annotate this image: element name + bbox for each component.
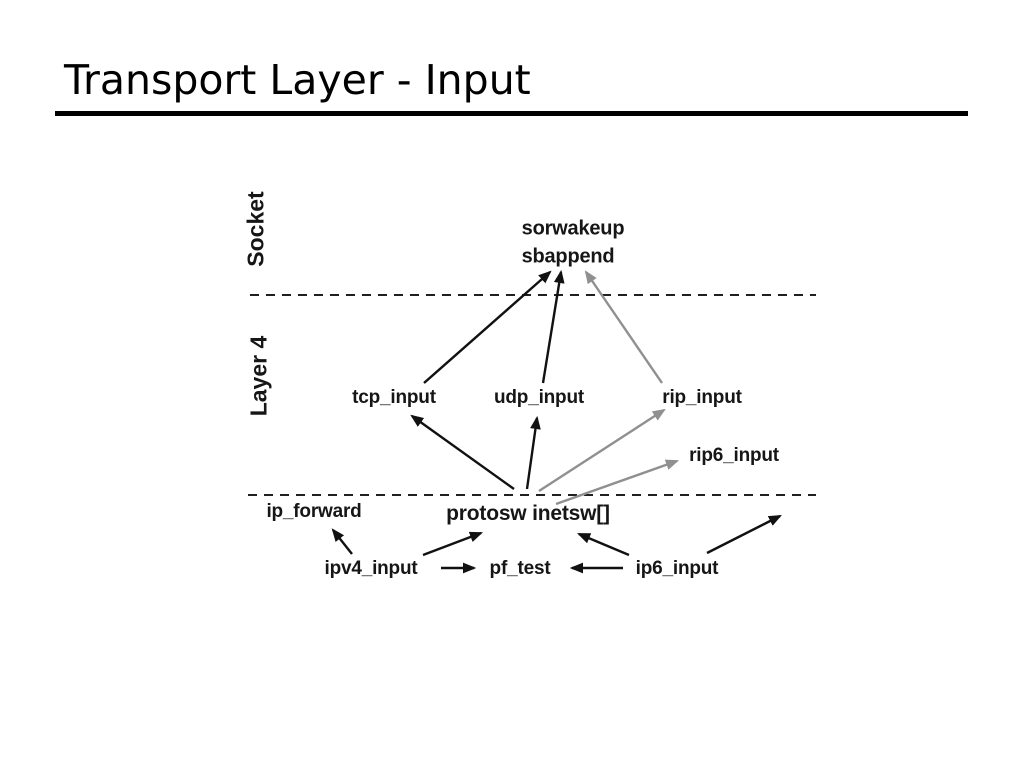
node-ip6-input: ip6_input bbox=[635, 558, 719, 579]
node-udp-input: udp_input bbox=[493, 387, 585, 408]
node-rip-input: rip_input bbox=[662, 387, 742, 408]
node-ip-forward: ip_forward bbox=[266, 501, 362, 522]
node-protosw-inetsw: protosw inetsw[] bbox=[446, 502, 610, 525]
node-ipv4-input: ipv4_input bbox=[324, 558, 418, 579]
edge-protosw-to-rip6-input bbox=[555, 459, 680, 506]
node-tcp-input: tcp_input bbox=[352, 387, 436, 408]
edge-rip-input-to-sorwakeup bbox=[584, 270, 663, 384]
edge-ip6-input-to-rip6-input bbox=[706, 514, 782, 555]
page-title: Transport Layer - Input bbox=[64, 56, 531, 104]
edge-ipv4-input-to-ip-forward bbox=[331, 528, 353, 555]
node-sorwakeup: sorwakeup bbox=[521, 217, 625, 240]
node-rip6-input: rip6_input bbox=[689, 445, 779, 466]
edge-protosw-to-udp-input bbox=[525, 415, 541, 490]
edge-ipv4-input-to-protosw bbox=[422, 531, 484, 557]
layer-label-socket: Socket bbox=[242, 191, 269, 267]
layer-label-layer4: Layer 4 bbox=[245, 335, 272, 417]
edge-udp-input-to-sbappend bbox=[541, 269, 565, 384]
edge-ip6-input-to-protosw bbox=[577, 532, 630, 557]
node-pf-test: pf_test bbox=[489, 558, 551, 579]
edge-protosw-to-rip-input bbox=[538, 408, 666, 493]
edge-protosw-to-tcp-input bbox=[410, 414, 515, 490]
edge-tcp-input-to-sbappend bbox=[423, 270, 552, 384]
title-underline bbox=[55, 111, 968, 116]
node-sbappend: sbappend bbox=[521, 245, 615, 268]
